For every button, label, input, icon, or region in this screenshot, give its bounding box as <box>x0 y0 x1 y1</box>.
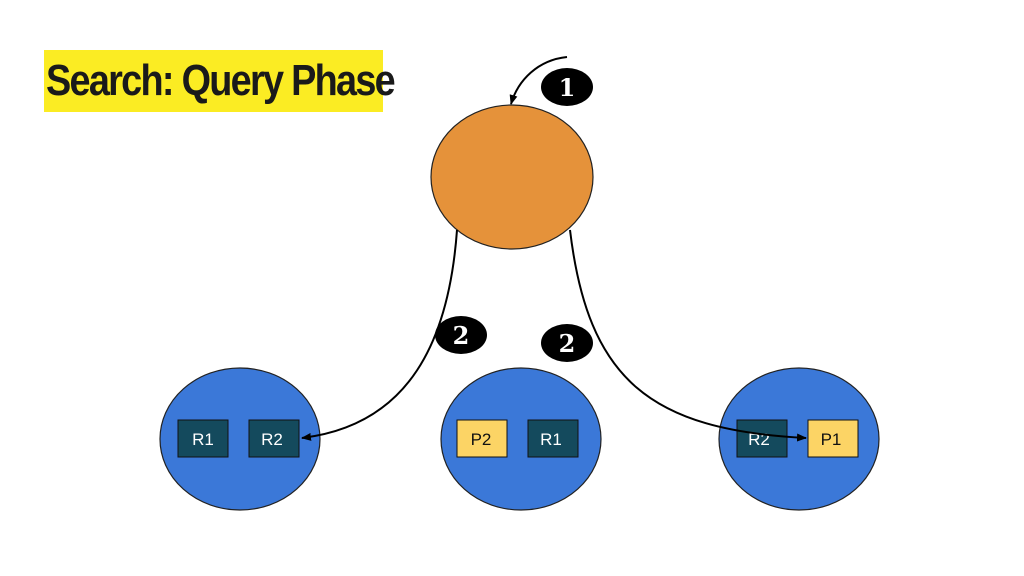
step-number: 2 <box>559 329 576 358</box>
shard-node1-b: R2 <box>248 419 300 458</box>
shard-label: R2 <box>261 430 283 449</box>
data-node-1 <box>159 367 321 511</box>
shard-label: R1 <box>540 430 562 449</box>
step-badge-2-left: 2 <box>435 316 487 354</box>
request-arrow <box>509 56 568 105</box>
step-number: 2 <box>453 321 470 350</box>
shard-node3-b: P1 <box>807 419 859 458</box>
query-arrow-left <box>301 229 458 441</box>
shard-label: R1 <box>192 430 214 449</box>
shard-node2-a: P2 <box>456 419 508 458</box>
step-badge-1: 1 <box>541 68 593 106</box>
step-number: 1 <box>559 73 576 102</box>
shard-node1-a: R1 <box>177 419 229 458</box>
shard-node3-a: R2 <box>736 419 788 458</box>
step-badge-2-right: 2 <box>541 324 593 362</box>
page-title: Search: Query Phase <box>44 50 396 112</box>
shard-label: P2 <box>471 430 492 449</box>
data-node-2 <box>440 367 602 511</box>
page-title-text: Search: Query Phase <box>46 56 396 105</box>
coordinating-node <box>430 104 594 250</box>
shard-label: P1 <box>821 430 842 449</box>
shard-node2-b: R1 <box>527 419 579 458</box>
query-arrow-right <box>569 229 807 442</box>
